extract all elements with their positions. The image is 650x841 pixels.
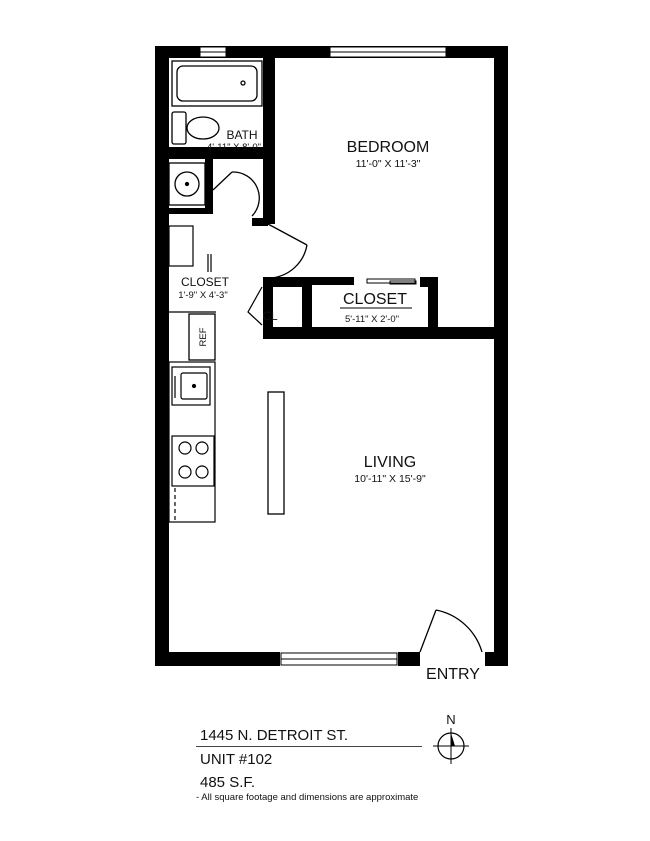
disclaimer-note: - All square footage and dimensions are …: [196, 792, 419, 803]
closet-sliding-doors: [366, 278, 417, 285]
exterior-walls: [155, 46, 508, 666]
bedroom-closet-name: CLOSET: [343, 291, 407, 308]
bath-dims: 4'-11" X 8'-0": [207, 142, 261, 153]
bath-sink: [168, 162, 206, 206]
stove: [171, 435, 215, 520]
bedroom-door: [267, 223, 308, 279]
cl-door: [247, 286, 263, 326]
unit-number: UNIT #102: [200, 751, 273, 768]
address: 1445 N. DETROIT ST.: [200, 727, 349, 744]
bath-door: [212, 171, 260, 217]
bedroom-closet-dims: 5'-11" X 2'-0": [345, 314, 399, 325]
compass-north: N: [446, 712, 455, 727]
bedroom-dims: 11'-0" X 11'-3": [356, 158, 421, 170]
interior-walls: [155, 46, 508, 339]
hall-closet: [168, 225, 216, 313]
living-dims: 10'-11" X 15'-9": [354, 473, 426, 485]
entry-door: [419, 609, 483, 653]
compass-icon: N: [433, 712, 469, 764]
living-name: LIVING: [364, 454, 416, 471]
entry-label: ENTRY: [426, 666, 480, 683]
kitchen-sink: [171, 366, 211, 406]
ref-label: REF: [198, 327, 209, 346]
square-footage: 485 S.F.: [200, 774, 256, 791]
address-divider: [196, 746, 422, 747]
bathtub: [171, 60, 263, 107]
living-divider: [267, 391, 285, 515]
toilet: [171, 111, 220, 145]
hall-closet-name: CLOSET: [181, 275, 230, 289]
refrigerator: [188, 313, 216, 361]
hall-closet-dims: 1'-9" X 4'-3": [178, 290, 227, 301]
kitchen-counter: [168, 361, 216, 523]
bedroom-name: BEDROOM: [347, 139, 430, 156]
bath-name: BATH: [226, 128, 257, 142]
cl-name: CL: [262, 309, 278, 323]
